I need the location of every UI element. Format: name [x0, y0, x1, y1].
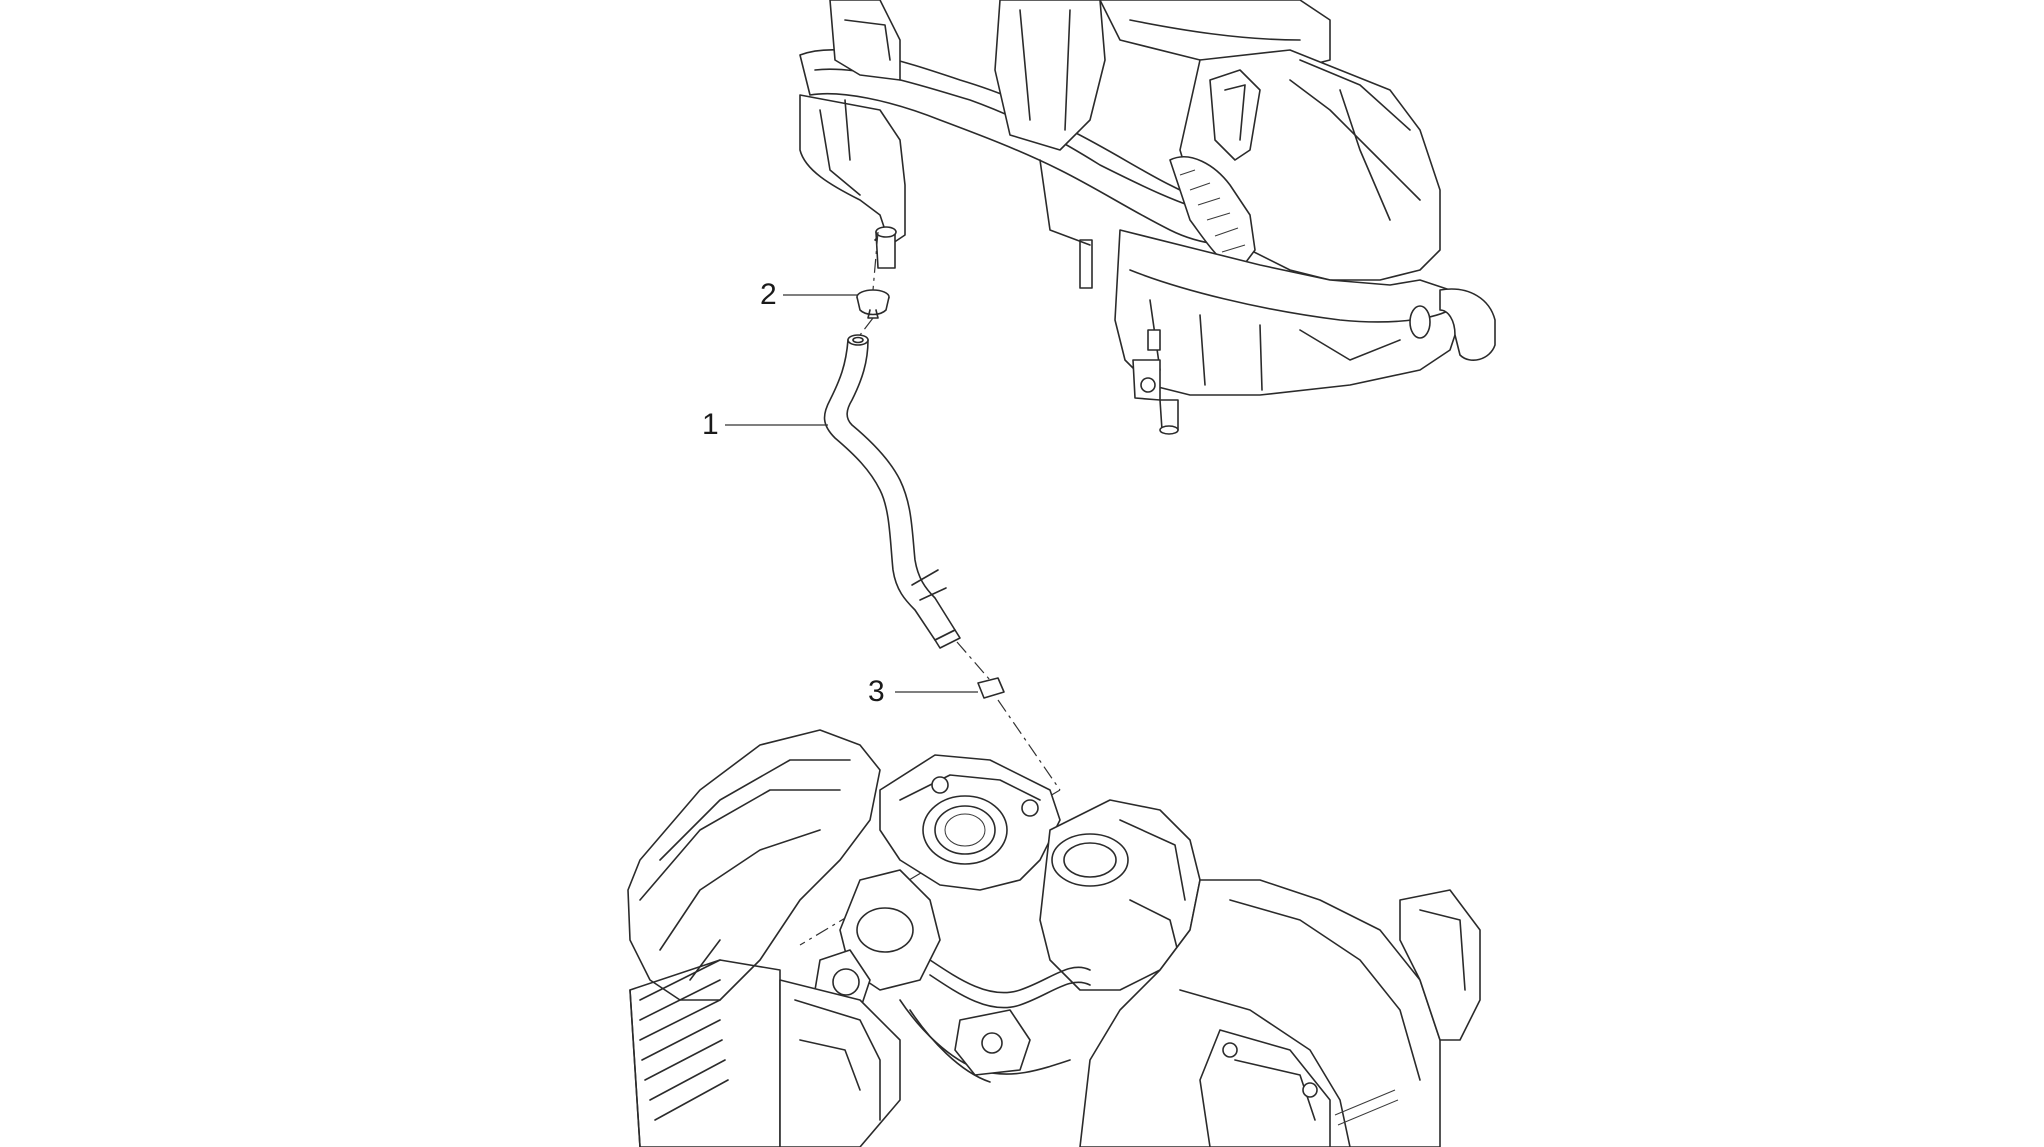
callout-label-3: 3 [868, 675, 885, 708]
callout-leaders [725, 294, 978, 693]
sleeve-part-3 [977, 677, 1005, 699]
clamp-part-2 [856, 289, 890, 319]
engine-assembly [627, 729, 1481, 1147]
callout-label-2: 2 [760, 278, 777, 311]
hose-part-1 [823, 334, 961, 649]
airbox-assembly [799, 0, 1496, 435]
assembly-axis-lines [799, 231, 1061, 946]
callout-label-1: 1 [702, 408, 719, 441]
